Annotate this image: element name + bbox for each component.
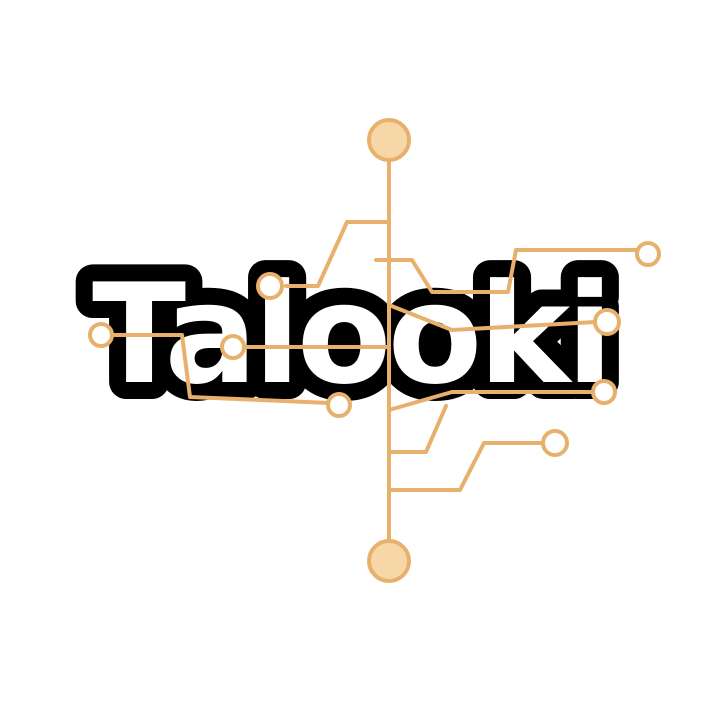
- circuit-node-top: [367, 118, 411, 162]
- circuit-trace-upper-left: [284, 220, 391, 288]
- circuit-node-lower-left: [326, 392, 352, 418]
- circuit-trace-upper-right: [374, 248, 642, 294]
- circuit-traces: [110, 156, 642, 544]
- circuit-node-lower-right: [591, 379, 617, 405]
- circuit-trace-far-left: [110, 333, 332, 405]
- circuit-node-far-left: [88, 322, 114, 348]
- circuit-node-bottom-right: [541, 429, 569, 457]
- circuit-trace-lower-right: [387, 390, 598, 412]
- circuit-trace-right: [387, 303, 597, 332]
- circuit-node-mid-right: [593, 308, 621, 336]
- circuit-trace-bottom-right: [387, 441, 545, 492]
- circuit-node-bottom: [367, 539, 411, 583]
- circuit-node-top-right: [635, 241, 661, 267]
- circuit-node-mid-left: [220, 334, 246, 360]
- circuit-node-upper-left: [256, 272, 284, 300]
- circuit-nodes: [88, 118, 661, 583]
- logo-wordmark-outline: Talooki: [92, 254, 609, 415]
- circuit-trace-lower: [387, 404, 448, 454]
